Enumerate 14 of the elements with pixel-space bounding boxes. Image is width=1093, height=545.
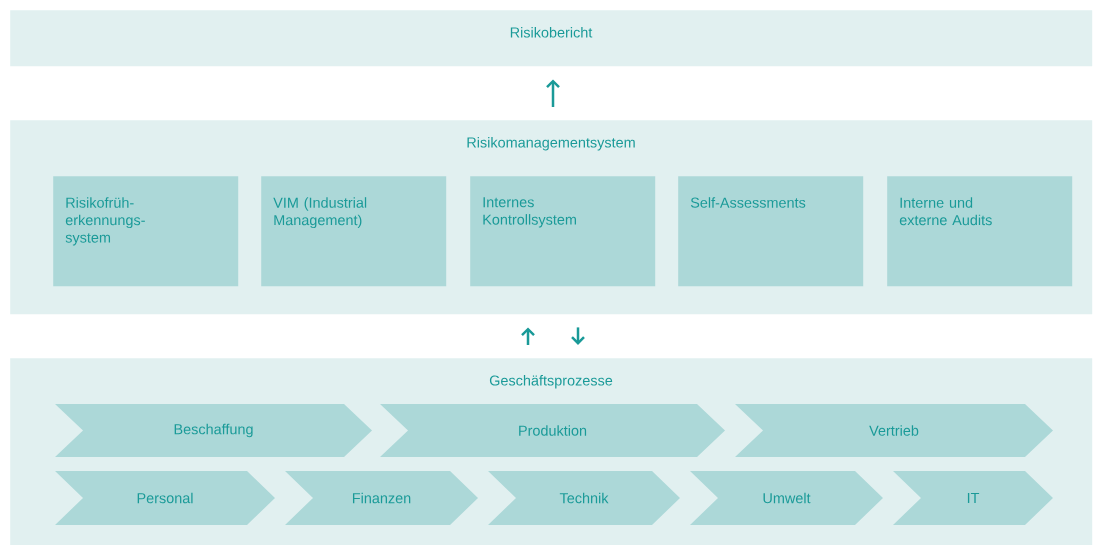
box: VIM (Industrial Management) [261,176,447,287]
box: Internes Kontrollsystem [470,176,656,287]
box: Interne und externe Audits [887,176,1073,287]
process-step: Umwelt [690,471,883,525]
band: Risikobericht [10,10,1093,67]
process-step: Finanzen [285,471,478,525]
box: Risikofrüh- erkennungs- system [53,176,239,287]
process-step: Personal [55,471,275,525]
process-step: IT [893,471,1053,525]
arrow [521,327,535,345]
arrow [571,327,585,345]
arrow [546,79,560,107]
process-step: Technik [488,471,680,525]
box: Self-Assessments [678,176,864,287]
